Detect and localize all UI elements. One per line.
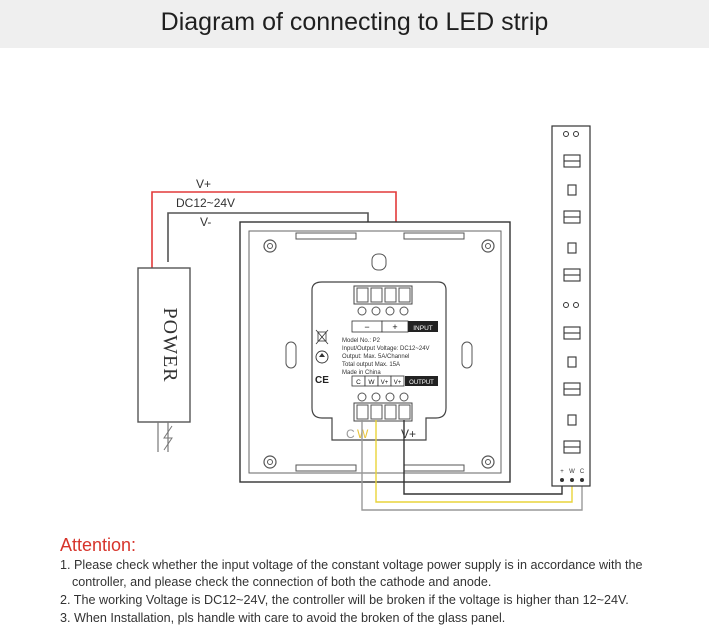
- note-1b: controller, and please check the connect…: [72, 575, 492, 589]
- input-tag: INPUT: [413, 325, 433, 332]
- attention-title: Attention:: [60, 535, 137, 555]
- out-v2-label: V+: [394, 380, 402, 386]
- wire-label-vplus: V+: [196, 177, 211, 191]
- strip-pin-plus: +: [560, 469, 564, 475]
- input-minus-label: −: [364, 322, 369, 332]
- yellow-wire-w: [375, 420, 573, 503]
- label-made-in: Made in China: [342, 370, 381, 376]
- output-c-label: C: [346, 427, 355, 441]
- note-3: 3. When Installation, pls handle with ca…: [60, 611, 506, 625]
- out-v1-label: V+: [381, 380, 389, 386]
- wiring-diagram: POWER V+ DC12~24V V-: [137, 125, 591, 511]
- label-model: Model No.: P2: [342, 338, 381, 344]
- power-supply: POWER: [137, 262, 191, 452]
- strip-pin-w: W: [569, 469, 575, 475]
- strip-pin-c: C: [580, 469, 585, 475]
- out-c-label: C: [356, 379, 361, 386]
- note-1a: 1. Please check whether the input voltag…: [60, 558, 643, 572]
- black-wire-vplus: [403, 420, 563, 495]
- input-plus-label: +: [392, 322, 397, 332]
- recycle-icon: [315, 350, 329, 364]
- gray-wire-c: [361, 420, 583, 511]
- power-label: POWER: [159, 308, 181, 383]
- note-2: 2. The working Voltage is DC12~24V, the …: [60, 593, 629, 607]
- output-w-label: W: [357, 427, 369, 441]
- led-chip: [563, 154, 581, 454]
- controller-panel: [239, 221, 511, 483]
- output-vplus-label: V+: [401, 427, 416, 441]
- led-strip: + W C: [551, 125, 591, 487]
- output-tag: OUTPUT: [409, 380, 434, 386]
- page-title: Diagram of connecting to LED strip: [160, 8, 549, 36]
- ce-mark: CE: [315, 375, 329, 386]
- label-total-output: Total output Max. 15A: [342, 362, 400, 368]
- output-wires: [361, 420, 583, 511]
- label-output-max: Output: Max. 5A/Channel: [342, 354, 409, 360]
- output-terminal: [353, 392, 413, 422]
- weee-bin-icon: [315, 329, 329, 345]
- out-w-label: W: [368, 379, 375, 386]
- product-label: − + INPUT CE Model No.: P2 Input/Output …: [315, 320, 438, 387]
- input-terminal: [353, 285, 413, 316]
- wire-label-vminus: V-: [200, 215, 211, 229]
- wire-label-dc: DC12~24V: [176, 196, 235, 210]
- header-bar: Diagram of connecting to LED strip: [0, 0, 709, 48]
- label-io-voltage: Input/Output Voltage: DC12~24V: [342, 346, 430, 352]
